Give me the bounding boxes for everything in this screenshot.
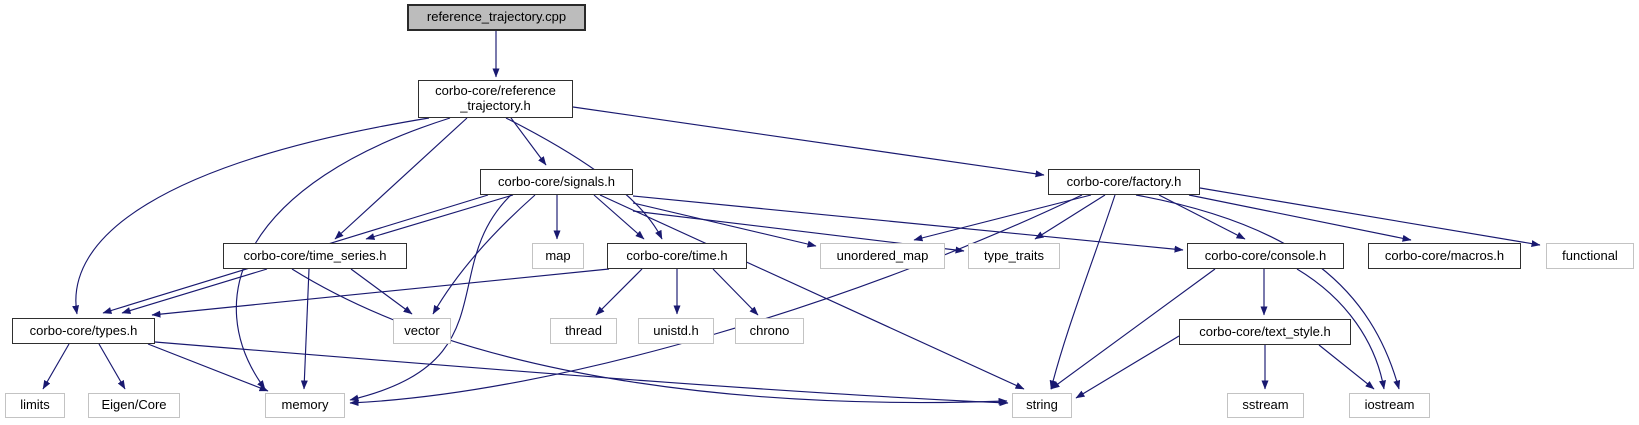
node-unordered-map: unordered_map <box>820 243 945 269</box>
edge-types-to-eigen-core <box>98 343 126 390</box>
edge-signals-to-unordered-map <box>632 202 817 248</box>
edge-signals-to-time <box>593 194 645 240</box>
edge-signals-to-memory <box>349 194 512 402</box>
edge-time-to-chrono <box>712 268 759 316</box>
node-map: map <box>532 243 584 269</box>
node-sstream: sstream <box>1227 393 1304 418</box>
node-functional: functional <box>1546 243 1634 269</box>
edge-console-to-iostream <box>1296 268 1386 390</box>
node-factory[interactable]: corbo-core/factory.h <box>1048 169 1200 195</box>
edge-ref-h-to-types <box>72 117 430 315</box>
edge-time-series-to-string <box>291 268 1008 405</box>
edge-signals-to-vector <box>432 194 536 315</box>
node-text-style[interactable]: corbo-core/text_style.h <box>1179 319 1351 345</box>
node-ref-h[interactable]: corbo-core/reference _trajectory.h <box>418 80 573 118</box>
edge-time-series-to-types <box>121 268 268 314</box>
edge-text-style-to-iostream <box>1318 344 1375 390</box>
edge-signals-to-console <box>632 195 1184 253</box>
node-memory: memory <box>265 393 345 418</box>
edge-console-to-string <box>1050 268 1216 390</box>
node-time-series[interactable]: corbo-core/time_series.h <box>223 243 407 269</box>
edge-signals-to-time-series <box>365 194 514 240</box>
node-vector: vector <box>393 318 451 344</box>
edge-factory-to-functional <box>1199 187 1541 248</box>
edge-ref-h-to-time-series <box>334 117 468 240</box>
edge-factory-to-unordered-map <box>913 194 1092 242</box>
edge-types-to-memory <box>147 343 269 392</box>
node-ref-cpp: reference_trajectory.cpp <box>407 4 586 31</box>
edge-factory-to-macros <box>1188 194 1412 242</box>
node-limits: limits <box>5 393 65 418</box>
edge-types-to-limits <box>42 343 70 390</box>
edge-factory-to-iostream <box>1135 194 1401 390</box>
edge-time-to-thread <box>595 268 643 316</box>
edge-factory-to-type-traits <box>1034 194 1106 240</box>
node-types[interactable]: corbo-core/types.h <box>12 318 155 344</box>
edge-types-to-string <box>154 341 1009 407</box>
node-string: string <box>1012 393 1072 418</box>
edge-factory-to-console <box>1158 194 1246 240</box>
node-signals[interactable]: corbo-core/signals.h <box>480 169 633 195</box>
node-thread: thread <box>550 318 617 344</box>
node-macros[interactable]: corbo-core/macros.h <box>1368 243 1521 269</box>
node-eigen-core: Eigen/Core <box>88 393 180 418</box>
node-type-traits: type_traits <box>968 243 1060 269</box>
node-chrono: chrono <box>735 318 804 344</box>
node-time[interactable]: corbo-core/time.h <box>607 243 747 269</box>
edge-signals-to-string <box>599 194 1025 390</box>
node-unistd: unistd.h <box>638 318 714 344</box>
edge-factory-to-string <box>1049 194 1116 390</box>
node-iostream: iostream <box>1349 393 1430 418</box>
edge-ref-h-to-signals <box>510 117 547 166</box>
edge-time-to-types <box>151 268 610 318</box>
node-console[interactable]: corbo-core/console.h <box>1187 243 1344 269</box>
edge-text-style-to-string <box>1075 335 1180 399</box>
edge-time-series-to-memory <box>300 268 310 390</box>
edge-factory-to-memory <box>349 194 1083 407</box>
edge-ref-h-to-factory <box>572 106 1045 178</box>
